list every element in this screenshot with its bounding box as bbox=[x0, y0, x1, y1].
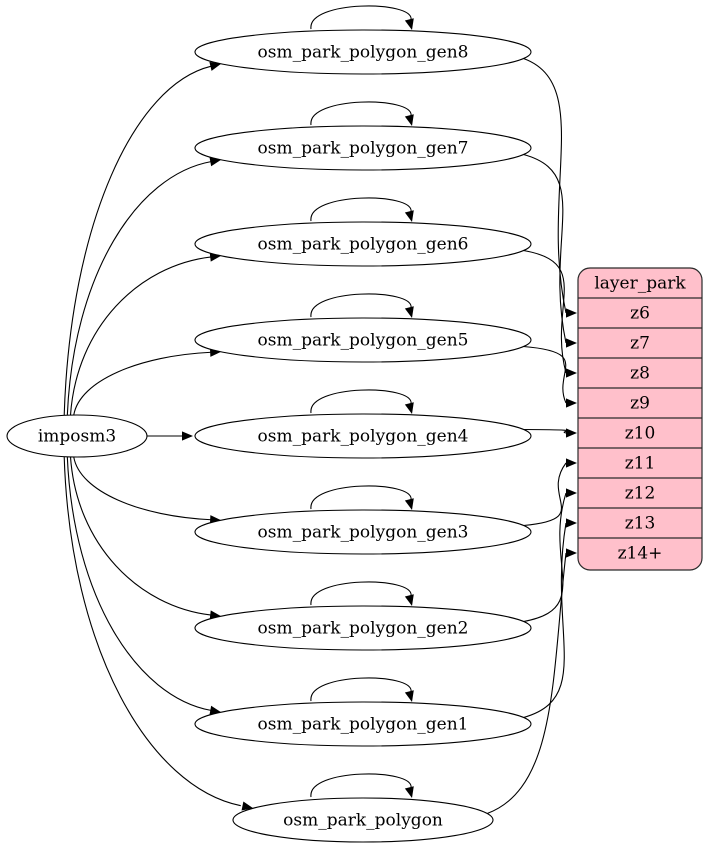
self-loop-edge bbox=[310, 389, 412, 414]
layer-park-table: layer_park z6 z7 z8 z9 z10 z11 z12 z13 z14+ bbox=[577, 267, 703, 571]
node-osm-park-polygon[interactable]: osm_park_polygon bbox=[232, 797, 494, 843]
node-osm-park-polygon-gen1[interactable]: osm_park_polygon_gen1 bbox=[194, 701, 532, 747]
node-osm-park-polygon-ellipse bbox=[232, 797, 494, 843]
layer-park-body bbox=[577, 267, 703, 571]
edge-table-to-layer-row bbox=[523, 462, 567, 527]
self-loop-edge bbox=[310, 485, 412, 510]
edge-arrowhead bbox=[209, 252, 222, 262]
self-loop-arrowhead bbox=[404, 690, 414, 702]
edge-imposm3-to-table bbox=[66, 161, 212, 416]
edge-arrowhead bbox=[241, 801, 254, 811]
node-osm-park-polygon-gen6-label: osm_park_polygon_gen6 bbox=[258, 235, 469, 255]
edge-table-to-layer-row bbox=[523, 249, 567, 374]
node-osm-park-polygon-gen3[interactable]: osm_park_polygon_gen3 bbox=[194, 509, 532, 555]
edge-imposm3-to-table bbox=[73, 351, 212, 416]
layer-park-row-z12[interactable]: z12 bbox=[625, 484, 656, 504]
self-loop-arrowhead bbox=[404, 306, 414, 318]
self-loop-arrowhead bbox=[404, 786, 414, 798]
self-loop-edge bbox=[310, 773, 412, 798]
edge-arrowhead bbox=[566, 518, 577, 528]
node-osm-park-polygon-gen8-label: osm_park_polygon_gen8 bbox=[258, 43, 469, 63]
edge-table-to-layer-row bbox=[487, 552, 567, 815]
edge-imposm3-to-table bbox=[66, 456, 212, 711]
layer-park-row-z13[interactable]: z13 bbox=[625, 514, 656, 534]
node-osm-park-polygon-label: osm_park_polygon bbox=[283, 811, 443, 831]
edge-table-to-layer-row bbox=[523, 492, 567, 623]
self-loop-arrowhead bbox=[404, 402, 414, 414]
node-osm-park-polygon-gen2-ellipse bbox=[194, 605, 532, 651]
edge-arrowhead bbox=[566, 398, 577, 408]
node-osm-park-polygon-gen1-ellipse bbox=[194, 701, 532, 747]
layer-park-row-z14+[interactable]: z14+ bbox=[618, 544, 663, 564]
edge-arrowhead bbox=[566, 548, 577, 558]
node-osm-park-polygon-gen3-label: osm_park_polygon_gen3 bbox=[258, 523, 469, 543]
layer-park-row-z10[interactable]: z10 bbox=[625, 424, 656, 444]
node-osm-park-polygon-gen4[interactable]: osm_park_polygon_gen4 bbox=[194, 413, 532, 459]
edge-imposm3-to-table bbox=[69, 456, 212, 616]
layer-park-row-z8[interactable]: z8 bbox=[630, 364, 650, 384]
node-osm-park-polygon-gen5-ellipse bbox=[194, 317, 532, 363]
node-osm-park-polygon-gen6-ellipse bbox=[194, 221, 532, 267]
edge-imposm3-to-table bbox=[63, 455, 241, 807]
self-loop-arrowhead bbox=[404, 210, 414, 222]
node-osm-park-polygon-gen6[interactable]: osm_park_polygon_gen6 bbox=[194, 221, 532, 267]
edge-arrowhead bbox=[566, 308, 577, 318]
self-loop-edge bbox=[310, 581, 412, 606]
edge-arrowhead bbox=[182, 431, 193, 441]
node-osm-park-polygon-gen3-ellipse bbox=[194, 509, 532, 555]
node-imposm3-label: imposm3 bbox=[38, 427, 116, 447]
edge-arrowhead bbox=[566, 458, 577, 468]
node-osm-park-polygon-gen7-ellipse bbox=[194, 125, 532, 171]
edge-table-to-layer-row bbox=[523, 153, 567, 344]
node-osm-park-polygon-gen1-label: osm_park_polygon_gen1 bbox=[258, 715, 469, 735]
edge-arrowhead bbox=[566, 368, 577, 378]
self-loop-arrowhead bbox=[404, 18, 414, 30]
layer-park-table-group[interactable]: layer_park z6 z7 z8 z9 z10 z11 z12 z13 z14+ bbox=[577, 267, 703, 571]
node-osm-park-polygon-gen4-ellipse bbox=[194, 413, 532, 459]
self-loop-edge bbox=[310, 101, 412, 126]
edge-arrowhead bbox=[209, 61, 222, 71]
edge-imposm3-to-table bbox=[69, 256, 212, 416]
node-osm-park-polygon-gen2[interactable]: osm_park_polygon_gen2 bbox=[194, 605, 532, 651]
node-osm-park-polygon-gen5-label: osm_park_polygon_gen5 bbox=[258, 331, 469, 351]
self-loop-edge bbox=[310, 197, 412, 222]
self-loop-arrowhead bbox=[404, 498, 414, 510]
node-imposm3-ellipse bbox=[6, 414, 148, 458]
self-loop-edge bbox=[310, 293, 412, 318]
edge-arrowhead bbox=[566, 338, 577, 348]
layer-park-row-z6[interactable]: z6 bbox=[630, 304, 650, 324]
node-layer: imposm3 osm_park_polygon_gen8 osm_park_pol… bbox=[6, 29, 532, 843]
node-osm-park-polygon-gen8[interactable]: osm_park_polygon_gen8 bbox=[194, 29, 532, 75]
layer-park-header-label: layer_park bbox=[594, 274, 686, 294]
self-loop-arrowhead bbox=[404, 594, 414, 606]
layer-park-row-z9[interactable]: z9 bbox=[630, 394, 650, 414]
layer-park-row-z11[interactable]: z11 bbox=[625, 454, 656, 474]
edge-imposm3-to-table bbox=[63, 65, 211, 417]
self-loop-edge bbox=[310, 5, 412, 30]
edge-arrowhead bbox=[566, 428, 577, 438]
edge-imposm3-to-table bbox=[73, 456, 212, 521]
self-loop-edge bbox=[310, 677, 412, 702]
layer-park-row-z7[interactable]: z7 bbox=[630, 334, 650, 354]
node-osm-park-polygon-gen7-label: osm_park_polygon_gen7 bbox=[258, 139, 469, 159]
edge-table-to-layer-row bbox=[523, 428, 568, 434]
node-imposm3[interactable]: imposm3 bbox=[6, 414, 148, 458]
edge-arrowhead bbox=[566, 488, 577, 498]
edge-table-to-layer-row bbox=[523, 57, 567, 314]
edge-table-to-layer-row bbox=[523, 345, 567, 404]
node-osm-park-polygon-gen2-label: osm_park_polygon_gen2 bbox=[258, 619, 469, 639]
edge-table-to-layer-row bbox=[523, 522, 567, 719]
node-osm-park-polygon-gen4-label: osm_park_polygon_gen4 bbox=[258, 427, 469, 447]
edge-arrowhead bbox=[209, 610, 222, 620]
node-osm-park-polygon-gen5[interactable]: osm_park_polygon_gen5 bbox=[194, 317, 532, 363]
node-osm-park-polygon-gen8-ellipse bbox=[194, 29, 532, 75]
self-loop-arrowhead bbox=[404, 114, 414, 126]
node-osm-park-polygon-gen7[interactable]: osm_park_polygon_gen7 bbox=[194, 125, 532, 171]
